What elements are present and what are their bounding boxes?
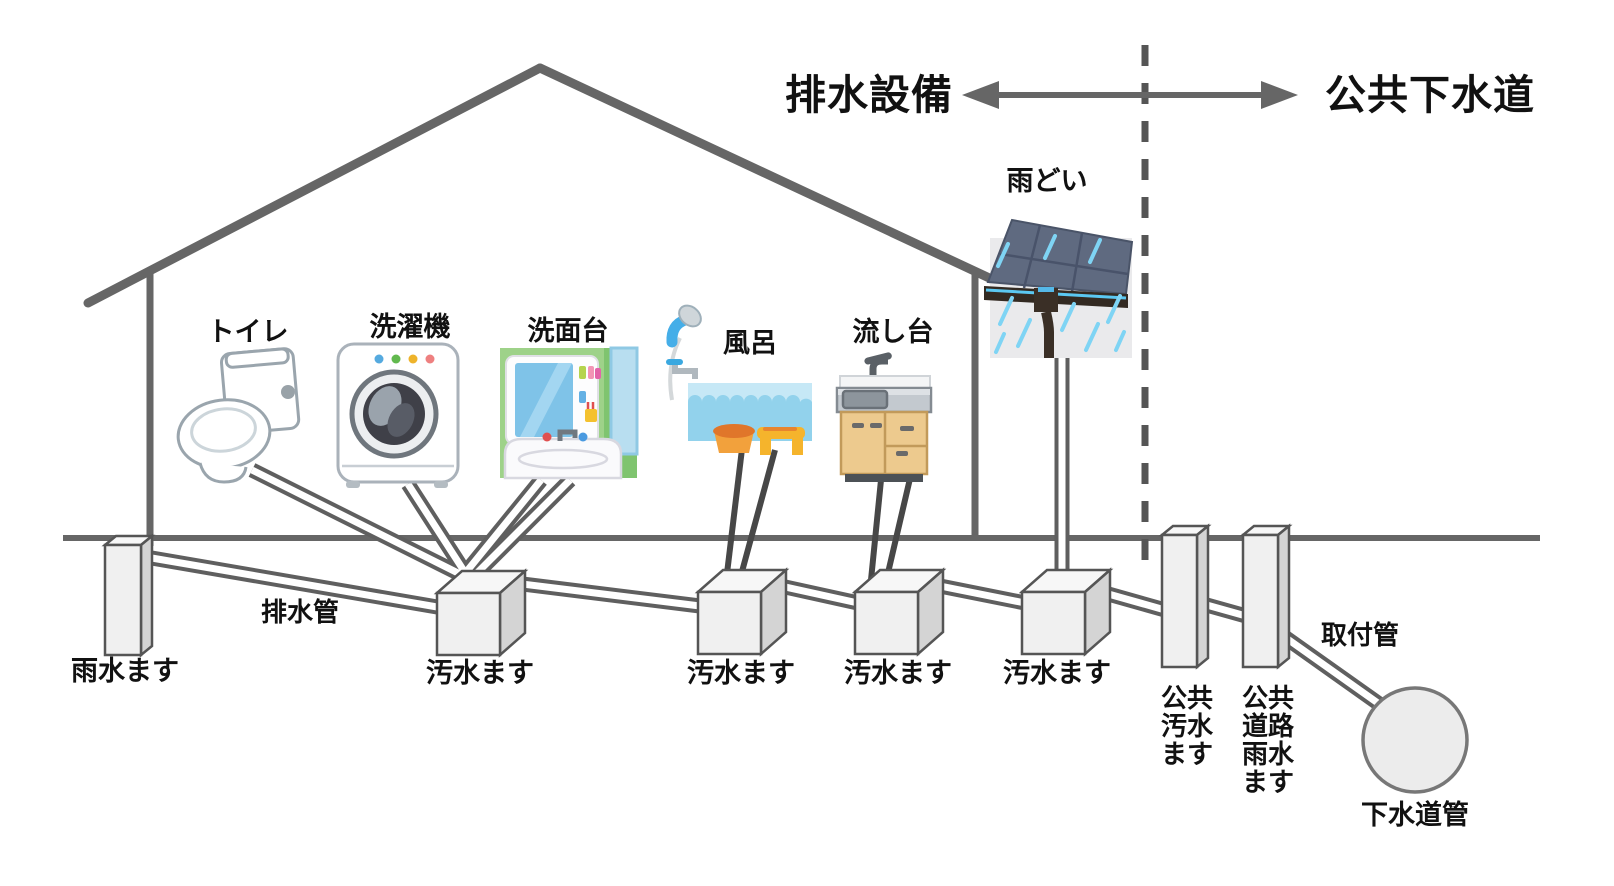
public-road-rainwater-basin-label: 公共 道路 雨水 ます bbox=[1242, 684, 1294, 796]
public-sewage-basin-label-line1: 公共 bbox=[1161, 683, 1214, 713]
sewage-basin-label-4: 汚水ます bbox=[1003, 658, 1111, 688]
public-sewage-basin-label: 公共 汚水 ます bbox=[1161, 684, 1213, 768]
connection-pipe-label: 取付管 bbox=[1320, 620, 1400, 650]
sewage-basin-4 bbox=[1018, 567, 1114, 657]
public-road-label-line3: 雨水 bbox=[1242, 739, 1295, 770]
washstand-label: 洗面台 bbox=[527, 316, 609, 346]
rainwater-basin-box bbox=[101, 533, 156, 658]
sewage-basin-label-3: 汚水ます bbox=[844, 658, 952, 688]
sewage-basin-3 bbox=[851, 567, 947, 657]
arrow-right-head bbox=[1261, 81, 1298, 109]
toilet-label: トイレ bbox=[207, 317, 289, 347]
public-sewage-basin-label-line3: ます bbox=[1161, 739, 1214, 770]
kitchen-sink-illustration bbox=[835, 352, 933, 482]
rain-gutter-label: 雨どい bbox=[1006, 166, 1088, 196]
house-outline bbox=[63, 63, 1540, 546]
sink-drain-pipe-a bbox=[867, 469, 885, 591]
public-road-label-line1: 公共 bbox=[1242, 683, 1295, 713]
bath-basin bbox=[713, 424, 755, 438]
arrow-left-head bbox=[962, 81, 999, 109]
bath-drain-pipe-a bbox=[722, 448, 745, 591]
toilet-illustration bbox=[176, 347, 301, 484]
roof-left-slope bbox=[83, 63, 545, 308]
roof-right-slope bbox=[535, 63, 1005, 288]
section-arrow bbox=[962, 81, 1298, 109]
sink-faucet bbox=[864, 352, 892, 365]
washstand-illustration bbox=[500, 346, 639, 480]
bath-illustration bbox=[666, 304, 812, 455]
sink-basin bbox=[841, 389, 889, 410]
downspout-elbow bbox=[1041, 310, 1054, 358]
washing-machine-illustration bbox=[336, 342, 460, 488]
toilet-flush-button bbox=[281, 385, 295, 399]
sewage-basin-label-1: 汚水ます bbox=[426, 658, 534, 688]
kitchen-sink-label: 流し台 bbox=[852, 317, 934, 347]
drain-pipes bbox=[138, 356, 1387, 713]
sewage-basin-label-2: 汚水ます bbox=[687, 658, 795, 688]
sewer-main-label: 下水道管 bbox=[1361, 800, 1469, 830]
roof-slab bbox=[986, 218, 1134, 296]
public-sewage-basin-label-line2: 汚水 bbox=[1161, 711, 1214, 742]
rain-streaks bbox=[994, 234, 1126, 354]
public-road-rainwater-basin-box bbox=[1239, 523, 1293, 670]
drain-pipe-label: 排水管 bbox=[260, 597, 340, 627]
washing-machine-label: 洗濯機 bbox=[369, 312, 451, 342]
public-sewage-basin-box bbox=[1158, 523, 1212, 670]
bath-drain-pipe-b bbox=[734, 449, 778, 591]
public-road-label-line4: ます bbox=[1242, 767, 1295, 798]
public-road-label-line2: 道路 bbox=[1242, 711, 1295, 742]
sewer-main-circle bbox=[1361, 686, 1469, 794]
sewage-basin-2 bbox=[694, 567, 790, 657]
drainage-section-title: 排水設備 bbox=[785, 72, 953, 118]
rain-gutter-illustration bbox=[984, 218, 1134, 358]
rainwater-basin-label: 雨水ます bbox=[71, 656, 179, 686]
sewage-basin-1 bbox=[433, 568, 529, 658]
public-sewer-section-title: 公共下水道 bbox=[1325, 72, 1535, 118]
bath-label: 風呂 bbox=[723, 328, 777, 358]
